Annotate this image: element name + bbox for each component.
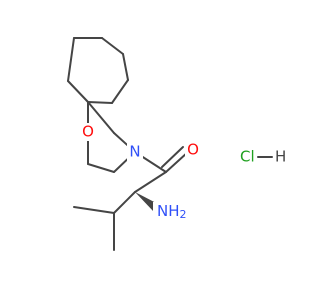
amine-label: NH2 (157, 202, 187, 222)
bond-spiro-to-ch2 (87, 101, 115, 134)
chemical-structure: O N O NH2 Cl H (67, 37, 286, 251)
bond-cycloheptane-5 (87, 101, 113, 104)
bond-cycloheptane-4 (111, 79, 129, 104)
ring-nitrogen-mask (127, 143, 143, 161)
bonds (67, 37, 189, 251)
amine-mask (153, 202, 185, 222)
carbonyl-oxygen-label: O (187, 141, 199, 159)
ring-nitrogen-label: N (129, 143, 140, 161)
bond-cycloheptane-3 (122, 53, 129, 81)
bond-cycloheptane-2 (101, 37, 124, 55)
hcl-chlorine-label: Cl (240, 148, 255, 166)
ring-oxygen-label: O (82, 123, 94, 141)
ring-oxygen-mask (80, 123, 96, 141)
bond-carbonyl-double-2 (161, 146, 184, 168)
bond-cycloheptane-7 (67, 37, 75, 82)
atom-labels: O N O NH2 Cl H (80, 123, 286, 222)
carbonyl-oxygen-mask (185, 141, 201, 159)
bond-carbonyl-double-1 (165, 151, 189, 173)
bond-cycloheptane-6 (67, 80, 89, 103)
bond-ch-to-methyl-left (73, 206, 115, 214)
bond-ch2-to-ch2 (87, 163, 115, 173)
bond-carbonyl-to-alpha (134, 171, 167, 193)
bond-alpha-to-ch (113, 191, 136, 214)
amine-h-count: 2 (180, 208, 187, 221)
amine-text: NH (157, 202, 180, 220)
hcl-hydrogen-label: H (275, 148, 286, 166)
